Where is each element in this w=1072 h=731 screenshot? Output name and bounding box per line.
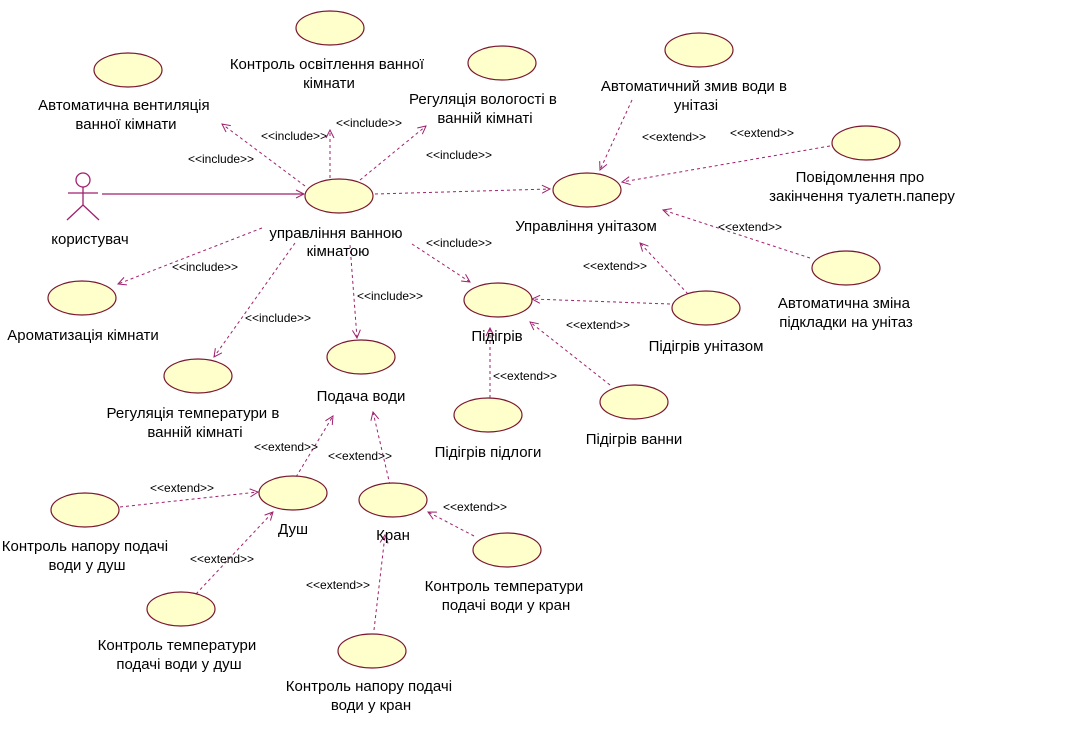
use-case-ventilation[interactable]: Автоматична вентиляція ванної кімнати (38, 52, 214, 133)
label-include: <<include>> (188, 152, 254, 166)
dep-extend-pad (663, 210, 811, 259)
dep-extend-tap-temp (428, 512, 475, 537)
dep-extend-shower-press (119, 492, 258, 508)
label-extend: <<extend>> (730, 126, 794, 140)
use-case-label: Контроль напору подачі води у кран (286, 678, 456, 714)
use-case-aroma[interactable]: Ароматизація кімнати (7, 280, 159, 344)
use-case-heating[interactable]: Підігрів (463, 282, 533, 345)
label-include: <<include>> (426, 148, 492, 162)
use-case-toilet-heat[interactable]: Підігрів унітазом (649, 290, 764, 355)
use-case-label: Подача води (317, 388, 406, 405)
use-case-toilet[interactable]: Управління унітазом (515, 172, 657, 235)
use-case-label: Контроль температури подачі води у кран (425, 578, 588, 614)
label-include: <<include>> (261, 129, 327, 143)
label-extend: <<extend>> (328, 449, 392, 463)
dependencies (118, 99, 831, 631)
use-case-label: Кран (376, 527, 410, 544)
use-case-label: Автоматична вентиляція ванної кімнати (38, 97, 214, 133)
use-case-label: Автоматичний змив води в унітазі (601, 78, 791, 114)
use-case-water[interactable]: Подача води (317, 339, 406, 405)
use-case-label: Контроль напору подачі води у душ (2, 538, 172, 574)
use-case-label: Контроль освітлення ванної кімнати (230, 56, 428, 92)
use-case-label: Підігрів (471, 328, 522, 345)
use-case-temp[interactable]: Регуляція температури в ванній кімнаті (107, 358, 284, 441)
use-case-label: Регуляція вологості в ванній кімнаті (409, 91, 561, 127)
use-case-tap-press[interactable]: Контроль напору подачі води у кран (286, 633, 456, 714)
dep-include-humidity (359, 126, 426, 181)
label-include: <<include>> (426, 236, 492, 250)
label-include: <<include>> (336, 116, 402, 130)
label-extend: <<extend>> (642, 130, 706, 144)
label-extend: <<extend>> (306, 578, 370, 592)
label-extend: <<extend>> (566, 318, 630, 332)
stereotype-labels: <<include>> <<include>> <<include>> <<in… (150, 116, 794, 592)
actor-user[interactable]: користувач (51, 172, 129, 248)
use-case-shower[interactable]: Душ (258, 475, 328, 538)
label-extend: <<extend>> (493, 369, 557, 383)
use-case-tap-temp[interactable]: Контроль температури подачі води у кран (425, 532, 588, 614)
label-include: <<include>> (357, 289, 423, 303)
use-case-label: Контроль температури подачі води у душ (98, 637, 261, 673)
use-case-label: Управління унітазом (515, 218, 657, 235)
label-extend: <<extend>> (443, 500, 507, 514)
use-case-humidity[interactable]: Регуляція вологості в ванній кімнаті (409, 45, 561, 127)
dep-extend-tap (373, 412, 391, 486)
use-case-label: Підігрів підлоги (435, 444, 542, 461)
use-case-pad[interactable]: Автоматична зміна підкладки на унітаз (778, 250, 914, 331)
dep-include-aroma (118, 227, 263, 284)
label-extend: <<extend>> (718, 220, 782, 234)
dep-extend-flush (600, 99, 633, 170)
dep-include-temp (214, 242, 296, 357)
use-case-label: Душ (278, 521, 308, 538)
dep-extend-toilet-heat-heating (532, 299, 671, 305)
use-case-label: Підігрів унітазом (649, 338, 764, 355)
use-case-bath-heat[interactable]: Підігрів ванни (586, 384, 683, 448)
dep-include-ventilation (222, 124, 306, 187)
dep-bathroom-toilet (374, 189, 550, 195)
use-case-paper[interactable]: Повідомлення про закінчення туалетн.папе… (769, 125, 955, 205)
use-case-label: Автоматична зміна підкладки на унітаз (778, 295, 914, 331)
label-extend: <<extend>> (583, 259, 647, 273)
use-case-bathroom[interactable]: управління ванною кімнатою (269, 178, 406, 260)
use-case-flush[interactable]: Автоматичний змив води в унітазі (601, 32, 791, 114)
dep-extend-shower-temp (195, 512, 273, 595)
actor-head (75, 172, 91, 188)
dep-extend-paper (622, 145, 831, 182)
dep-extend-tap-press (373, 535, 385, 631)
label-include: <<include>> (172, 260, 238, 274)
actor-name: користувач (51, 231, 128, 248)
label-extend: <<extend>> (150, 481, 214, 495)
use-case-label: Регуляція температури в ванній кімнаті (107, 405, 284, 441)
use-case-floor-heat[interactable]: Підігрів підлоги (435, 397, 542, 461)
use-case-lighting[interactable]: Контроль освітлення ванної кімнати (230, 10, 428, 92)
use-case-shower-temp[interactable]: Контроль температури подачі води у душ (98, 591, 261, 673)
use-case-shower-press[interactable]: Контроль напору подачі води у душ (2, 492, 172, 574)
label-extend: <<extend>> (254, 440, 318, 454)
actor-left-leg (66, 204, 84, 221)
use-case-label: Підігрів ванни (586, 431, 683, 448)
dep-extend-bath-heat (530, 322, 611, 386)
use-case-label: управління ванною кімнатою (269, 225, 406, 260)
label-extend: <<extend>> (190, 552, 254, 566)
use-case-label: Повідомлення про закінчення туалетн.папе… (769, 169, 955, 205)
use-case-label: Ароматизація кімнати (7, 327, 158, 344)
use-case-tap[interactable]: Кран (358, 482, 428, 544)
label-include: <<include>> (245, 311, 311, 325)
actor-right-leg (82, 204, 100, 221)
dep-extend-toilet-heat (640, 243, 689, 295)
